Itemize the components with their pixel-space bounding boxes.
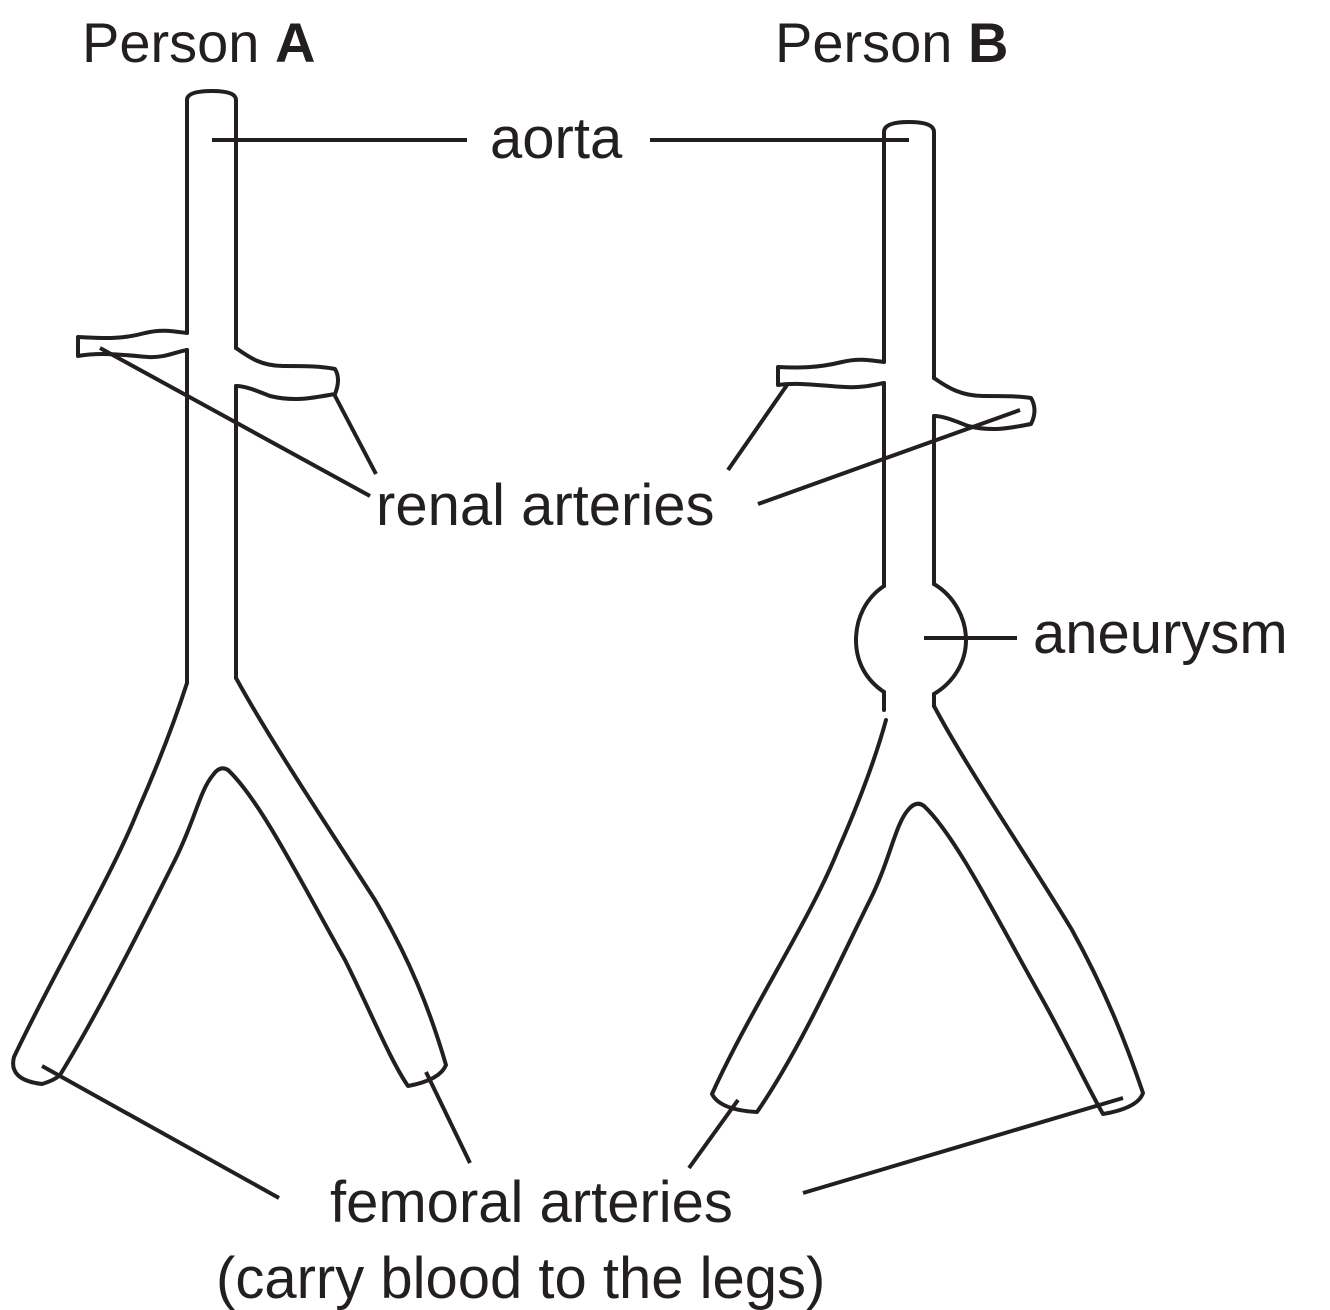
leader-lines xyxy=(42,140,1123,1198)
person-a-left-renal-artery xyxy=(78,331,187,357)
person-b-letter: B xyxy=(968,11,1008,74)
femoral-leader-a-right xyxy=(426,1072,470,1163)
person-b-left-femoral-artery xyxy=(712,720,924,1112)
person-b-heading: Person B xyxy=(775,11,1008,74)
person-b-aorta-upper xyxy=(884,122,934,378)
person-b-left-renal-artery xyxy=(778,360,884,388)
person-a-prefix: Person xyxy=(82,11,275,74)
femoral-arteries-note: (carry blood to the legs) xyxy=(216,1246,825,1310)
femoral-leader-a-left xyxy=(42,1066,279,1198)
aorta-label: aorta xyxy=(490,106,623,171)
aneurysm-label: aneurysm xyxy=(1033,601,1288,666)
femoral-leader-b-left xyxy=(689,1100,738,1168)
renal-leader-b-left xyxy=(728,385,787,470)
renal-leader-b-right xyxy=(758,410,1020,504)
femoral-arteries-label: femoral arteries xyxy=(330,1170,733,1235)
person-b-prefix: Person xyxy=(775,11,968,74)
person-a-letter: A xyxy=(275,11,315,74)
person-a-right-renal-artery xyxy=(236,348,338,399)
person-b-aorta-lower-walls xyxy=(884,692,934,710)
person-a-aorta-left-wall xyxy=(187,91,236,348)
femoral-leader-b-right xyxy=(803,1098,1123,1193)
person-b-right-femoral-artery xyxy=(924,706,1143,1114)
person-a-heading: Person A xyxy=(82,11,315,74)
person-a-artery-tree xyxy=(13,91,446,1086)
person-a-right-femoral-artery xyxy=(228,678,446,1086)
renal-leader-a-right xyxy=(334,394,376,474)
renal-arteries-label: renal arteries xyxy=(376,473,714,538)
person-a-left-femoral-artery xyxy=(13,683,228,1084)
